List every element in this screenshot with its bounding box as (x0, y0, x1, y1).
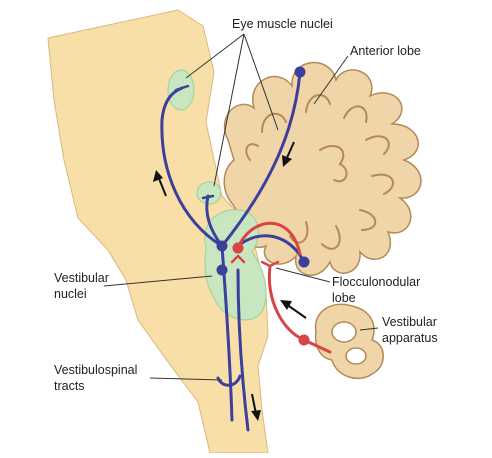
leader-lines (103, 33, 379, 381)
label-vestibulospinal-line2: tracts (54, 379, 85, 393)
neuron-dot-icon (294, 66, 306, 78)
brainstem (47, 9, 269, 454)
arrow-icon (153, 170, 167, 197)
label-anterior-lobe: Anterior lobe (350, 44, 421, 58)
cerebellum-folia (245, 94, 395, 250)
neuron-dot-icon (216, 264, 228, 276)
label-eye-muscle-nuclei: Eye muscle nuclei (232, 17, 333, 31)
label-vestibulospinal-line1: Vestibulospinal (54, 363, 137, 377)
label-vestibular-nuclei-line1: Vestibular (54, 271, 109, 285)
label-flocculonodular-line1: Flocculonodular (332, 275, 420, 289)
label-vestibular-apparatus-line1: Vestibular (382, 315, 437, 329)
arrow-icon (280, 300, 307, 319)
arrow-icon (282, 141, 295, 167)
neuron-dot-icon (232, 242, 244, 254)
neuron-bodies (216, 66, 310, 346)
vestibulospinal-right (236, 268, 250, 432)
efferent-pathways (160, 70, 306, 432)
vestibular-nerve (267, 264, 306, 342)
arrow-icon (251, 393, 261, 421)
neuron-dot-icon (298, 256, 310, 268)
eye-muscle-nucleus-lower (196, 181, 222, 205)
label-vestibular-nuclei-line2: nuclei (54, 287, 87, 301)
label-vestibular-apparatus-line2: apparatus (382, 331, 438, 345)
neuron-dot-icon (216, 240, 228, 252)
afferent-to-flocculonodular (236, 221, 302, 256)
label-flocculonodular-line2: lobe (332, 291, 356, 305)
purkinje-anterior-lobe (220, 70, 302, 248)
neuron-dot-icon (298, 334, 310, 346)
direction-arrows (153, 141, 307, 421)
vestibular-apparatus (314, 303, 384, 380)
pathway-to-upper-eye-nucleus (160, 86, 224, 248)
